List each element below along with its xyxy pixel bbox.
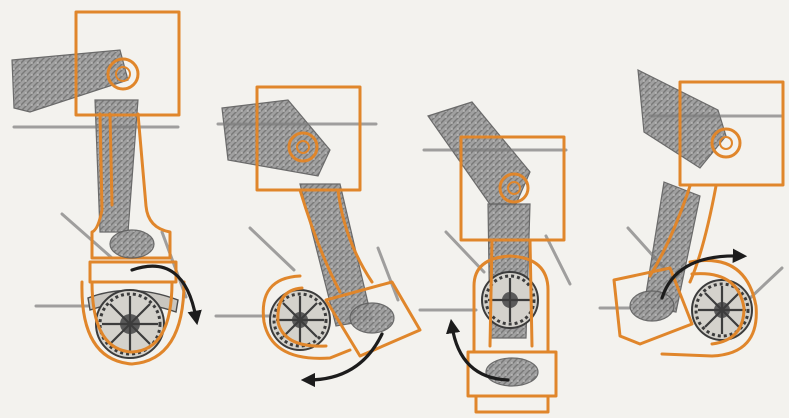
stage-4-crank-arm <box>612 184 758 358</box>
stage-1-chainring <box>95 289 165 359</box>
stage-2 <box>214 85 422 388</box>
stage-1-background-sketch <box>11 49 188 313</box>
stage-2-knee-joint <box>287 131 319 163</box>
stage-1-rotation-arrow <box>130 264 202 326</box>
stage-3-knee-box <box>459 135 566 242</box>
stage-3-knee-joint <box>498 172 530 204</box>
stage-2-knee-box <box>255 85 362 192</box>
stage-2-background-sketch <box>214 99 400 327</box>
stage-3-chainring <box>481 271 539 329</box>
stage-4-rotation-arrow <box>660 248 748 300</box>
stage-4-knee-box <box>678 80 785 187</box>
stage-1-knee-joint <box>106 57 140 91</box>
stage-2-rotation-arrow <box>300 332 384 388</box>
stage-2-crank-arm <box>261 188 422 360</box>
stage-3-rotation-arrow <box>445 318 510 382</box>
stage-3 <box>418 101 572 414</box>
stage-3-crank-arm <box>466 238 558 414</box>
stage-4-chainring <box>691 279 753 341</box>
stage-4-background-sketch <box>598 68 784 313</box>
stage-1 <box>11 10 202 366</box>
stage-1-crank-arm <box>80 112 186 366</box>
stage-4 <box>598 68 785 358</box>
stage-1-knee-box <box>74 10 181 117</box>
stage-4-knee-joint <box>710 127 742 159</box>
